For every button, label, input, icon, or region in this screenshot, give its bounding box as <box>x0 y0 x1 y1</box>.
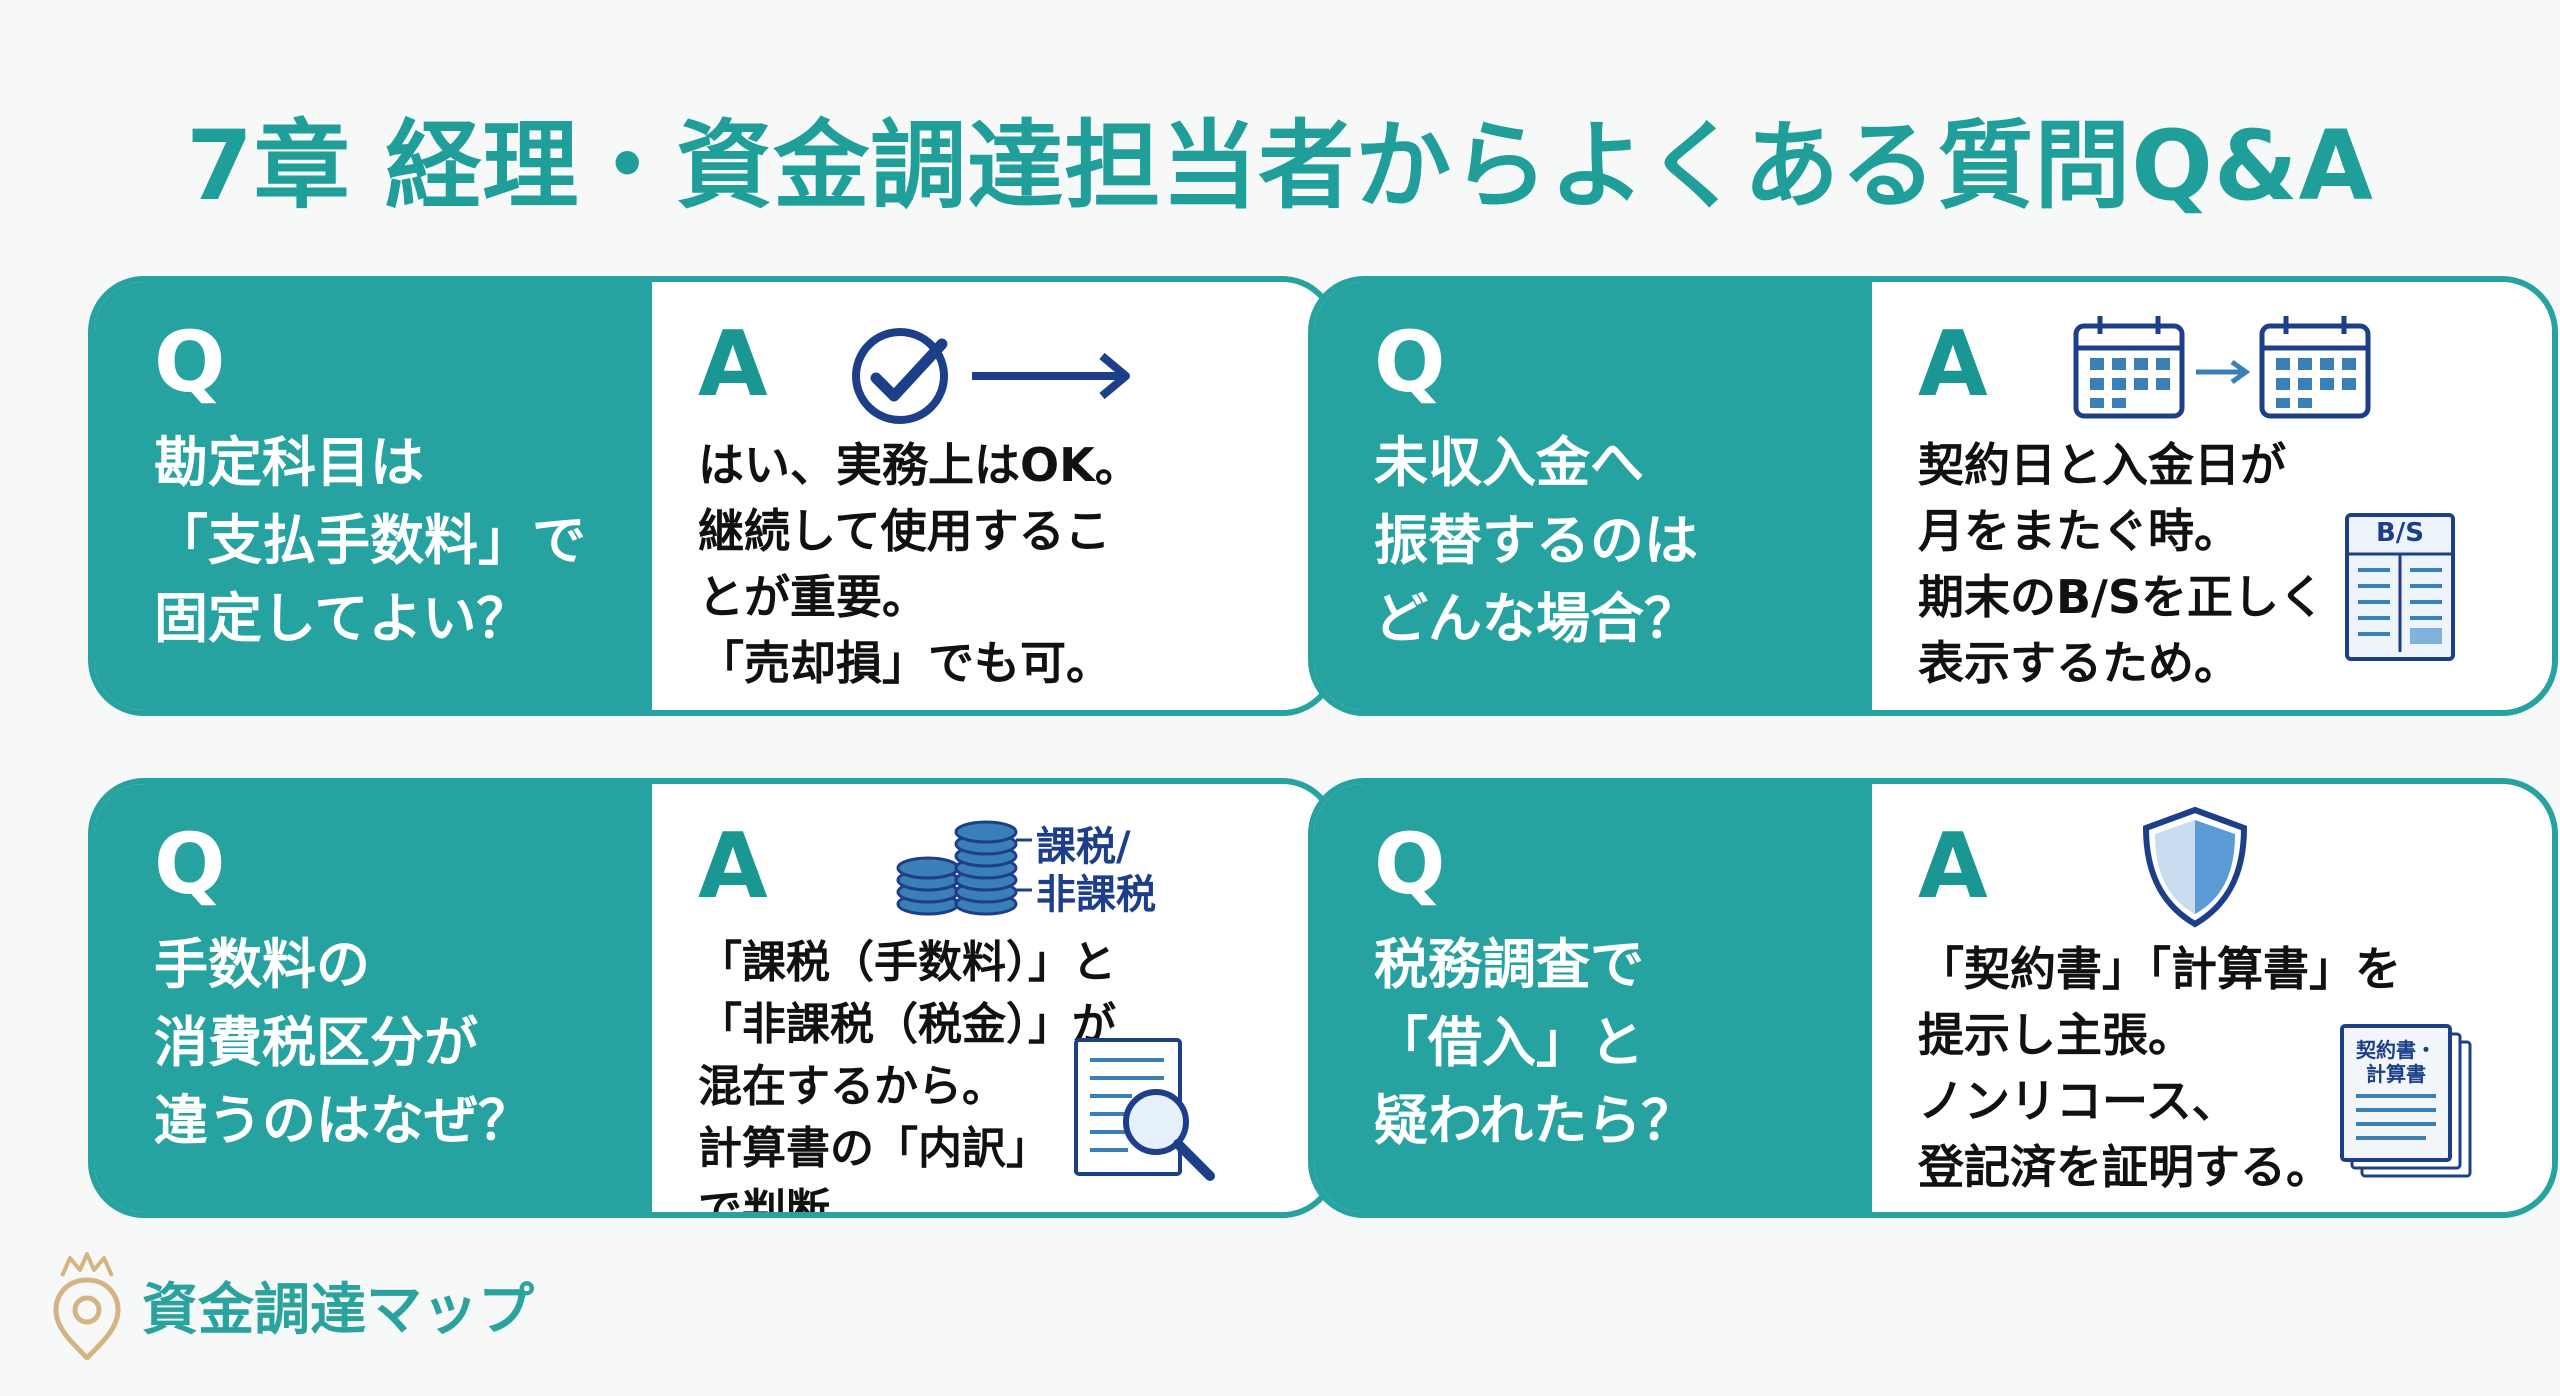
a-label: A <box>698 312 768 417</box>
q-label: Q <box>154 313 226 411</box>
shield-icon <box>2142 806 2248 928</box>
page-title: 7章 経理・資金調達担当者からよくある質問Q&A <box>186 110 2374 222</box>
map-pin-crown-icon <box>53 1252 121 1360</box>
question-text: 勘定科目は 「支払手数料」で 固定してよい？ <box>154 431 586 650</box>
brand-name: 資金調達マップ <box>142 1277 534 1343</box>
answer-text: 「契約書」「計算書」を 提示し主張。 ノンリコース、 登記済を証明する。 <box>1918 942 2401 1194</box>
doc-label-contract: 契約書・ <box>2356 1038 2436 1062</box>
question-text: 未収入金へ 振替するのは どんな場合？ <box>1374 431 1698 650</box>
balance-sheet-label: B/S <box>2375 518 2425 548</box>
calendar-icon <box>2073 316 2371 419</box>
q-label: Q <box>154 815 226 913</box>
a-label: A <box>1918 312 1988 417</box>
qa-card-account-title: Q 勘定科目は 「支払手数料」で 固定してよい？ A はい、実務上はOK。 継続… <box>88 276 1338 716</box>
document-magnifier-icon <box>1074 1038 1215 1181</box>
footer-brand: 資金調達マップ <box>52 1250 534 1360</box>
qa-card-consumption-tax: Q 手数料の 消費税区分が 違うのはなぜ？ A 課税/ 非課税 「課税（手 <box>88 778 1338 1218</box>
answer-text: 「課税（手数料）」と 「非課税（税金）」が 混在するから。 計算書の「内訳」 で… <box>698 937 1116 1218</box>
coin-label-taxable: 課税/ <box>1036 824 1131 870</box>
answer-panel: A 「契約書」「計算書」を 提示し主張。 ノンリコース、 登記済を証明する。 契… <box>1872 784 2552 1212</box>
qa-card-receivable-transfer: Q 未収入金へ 振替するのは どんな場合？ A <box>1308 276 2558 716</box>
qa-card-tax-audit: Q 税務調査で 「借入」と 疑われたら？ A 「契約書」「計算書」を 提示し主張… <box>1308 778 2558 1218</box>
answer-text: はい、実務上はOK。 継続して使用するこ とが重要。 「売却損」でも可。 <box>698 438 1141 690</box>
doc-label-statement: 計算書 <box>2366 1062 2426 1086</box>
answer-panel: A 契約日と入金日が 月をまたぐ時。 <box>1872 282 2552 710</box>
answer-panel: A はい、実務上はOK。 継続して使用するこ とが重要。 「売却損」でも可。 <box>652 282 1332 710</box>
answer-panel: A 課税/ 非課税 「課税（手数料）」と 「非課税（税金）」が 混在するから。 … <box>652 784 1332 1212</box>
a-label: A <box>698 814 768 919</box>
question-panel: Q 手数料の 消費税区分が 違うのはなぜ？ <box>94 784 652 1212</box>
q-label: Q <box>1374 815 1446 913</box>
a-label: A <box>1918 814 1988 919</box>
question-panel: Q 税務調査で 「借入」と 疑われたら？ <box>1314 784 1872 1212</box>
question-panel: Q 勘定科目は 「支払手数料」で 固定してよい？ <box>94 282 652 710</box>
question-text: 税務調査で 「借入」と 疑われたら？ <box>1374 933 1696 1152</box>
contract-documents-icon: 契約書・ 計算書 <box>2336 1022 2476 1182</box>
question-text: 手数料の 消費税区分が 違うのはなぜ？ <box>154 933 532 1152</box>
balance-sheet-icon: B/S <box>2344 512 2456 662</box>
q-label: Q <box>1374 313 1446 411</box>
checkmark-arrow-icon <box>852 328 1130 424</box>
question-panel: Q 未収入金へ 振替するのは どんな場合？ <box>1314 282 1872 710</box>
coin-label-non-taxable: 非課税 <box>1036 872 1156 918</box>
answer-text: 契約日と入金日が 月をまたぐ時。 期末のB/Sを正しく 表示するため。 <box>1918 438 2325 690</box>
coins-icon <box>896 820 1032 916</box>
